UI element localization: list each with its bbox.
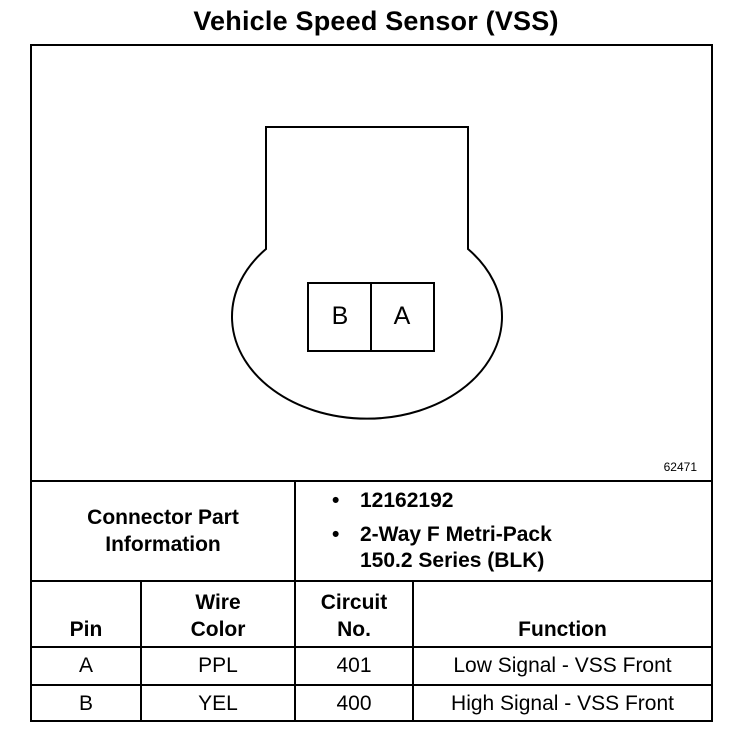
connector-outline [231,126,503,420]
divider-header [32,646,711,648]
connector-info-list: • 12162192 • 2-Way F Metri-Pack 150.2 Se… [332,488,552,582]
header-circuit-no: Circuit No. [320,591,388,641]
connector-diagram: B A 62471 [32,46,711,480]
table-row-b-circuit: 400 [336,692,372,715]
table-col-divider-1 [140,580,142,722]
connector-part-information-label: Connector Part Information [32,482,294,580]
label-line-1: Connector Part [87,506,239,529]
header-pin: Pin [69,618,103,641]
table-row-b-function: High Signal - VSS Front [451,692,674,715]
table-row-b-wire-color: YEL [198,692,238,715]
divider-row-a [32,684,711,686]
connector-body-shape [231,126,503,420]
header-wire-color: Wire Color [190,591,246,641]
table-row-a-circuit: 401 [336,654,372,677]
table-row-b-pin: B [78,692,93,715]
pin-cavity-a: A [393,302,411,330]
reference-number: 62471 [663,460,697,474]
table-col-divider-2 [294,580,296,722]
table-row-a-function: Low Signal - VSS Front [453,654,672,677]
divider-info-vertical [294,480,296,580]
info-item-part-number: • 12162192 [332,489,454,512]
pin-cavity-b: B [331,302,349,330]
label-line-2: Information [105,533,221,556]
info-item-connector-type: • 2-Way F Metri-Pack 150.2 Series (BLK) [332,523,552,572]
table-row-a-wire-color: PPL [198,654,238,677]
divider-diagram [32,480,711,482]
header-function: Function [518,618,607,641]
connector-frame: B A 62471 Connector Part Information • 1… [30,44,713,722]
divider-info [32,580,711,582]
table-col-divider-3 [412,580,414,722]
table-row-a-pin: A [78,654,93,677]
page-title: Vehicle Speed Sensor (VSS) [193,6,559,36]
